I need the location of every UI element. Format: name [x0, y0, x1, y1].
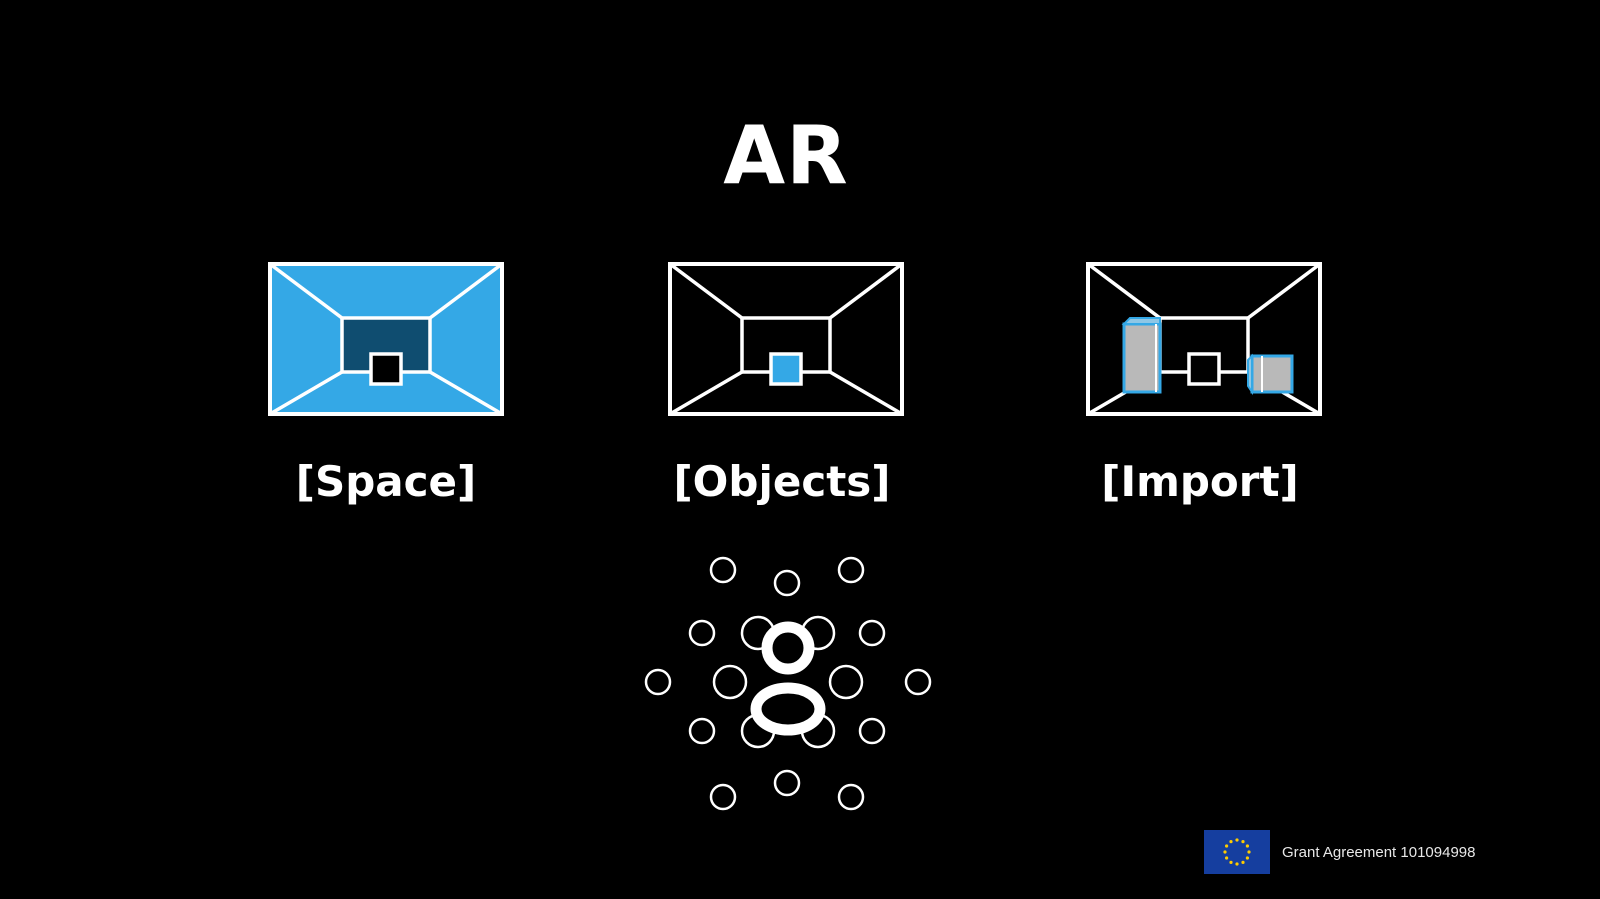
grant-footer: Grant Agreement 101094998	[1204, 830, 1475, 874]
objects-label: [Objects]	[673, 457, 891, 506]
room-objects-highlight-icon	[668, 262, 904, 416]
user-surrounded-by-points-icon	[640, 552, 936, 816]
space-label: [Space]	[295, 457, 477, 506]
page-title: AR	[723, 109, 849, 202]
room-import-highlight-icon	[1086, 262, 1322, 416]
grant-agreement-text: Grant Agreement 101094998	[1282, 843, 1476, 861]
import-label: [Import]	[1101, 457, 1299, 506]
eu-flag-icon	[1204, 830, 1270, 874]
room-space-highlight-icon	[268, 262, 504, 416]
